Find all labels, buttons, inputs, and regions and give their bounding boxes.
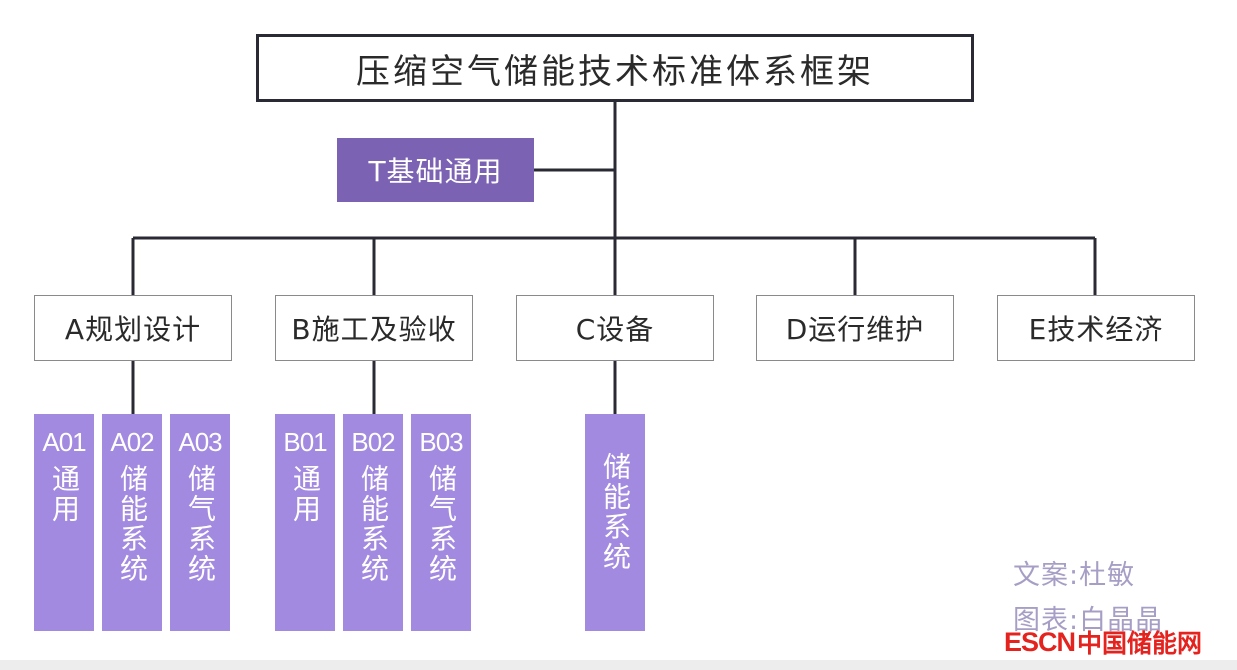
subitem-code: A01 [42,427,86,457]
subitem-text: 通用 [289,464,322,524]
credit-chart-author: 图表:白晶晶 [1013,605,1164,636]
subitem-b03: B03 储气系统 [411,414,471,631]
category-a-node: A规划设计 [34,295,232,361]
subitem-a03: A03 储气系统 [170,414,230,631]
category-d-node: D运行维护 [756,295,954,361]
subitem-b01: B01 通用 [275,414,335,631]
footer-strip [0,660,1237,670]
subitem-text: 储能系统 [357,464,390,584]
subitem-code: B03 [419,427,463,457]
subitem-code: A02 [110,427,154,457]
subitem-text: 通用 [48,464,81,524]
logo-latin: ESCN [1004,626,1076,657]
framework-title: 压缩空气储能技术标准体系框架 [256,34,974,102]
subitem-text: 储能系统 [599,452,632,572]
subitem-text: 储气系统 [184,464,217,584]
subitem-code: A03 [178,427,222,457]
escn-logo: ESCN 中国储能网 [1004,625,1202,659]
category-b-node: B施工及验收 [275,295,473,361]
category-e-node: E技术经济 [997,295,1195,361]
subitem-text: 储气系统 [425,464,458,584]
subitem-code: B01 [283,427,327,457]
subitem-a02: A02 储能系统 [102,414,162,631]
subitem-b02: B02 储能系统 [343,414,403,631]
category-c-node: C设备 [516,295,714,361]
logo-chinese: 中国储能网 [1077,629,1203,658]
subitem-c-storage-system: 储能系统 [585,414,645,631]
foundation-node: T基础通用 [337,138,534,202]
subitem-code: B02 [351,427,395,457]
credit-text-author: 文案:杜敏 [1013,560,1136,591]
subitem-text: 储能系统 [116,464,149,584]
subitem-a01: A01 通用 [34,414,94,631]
